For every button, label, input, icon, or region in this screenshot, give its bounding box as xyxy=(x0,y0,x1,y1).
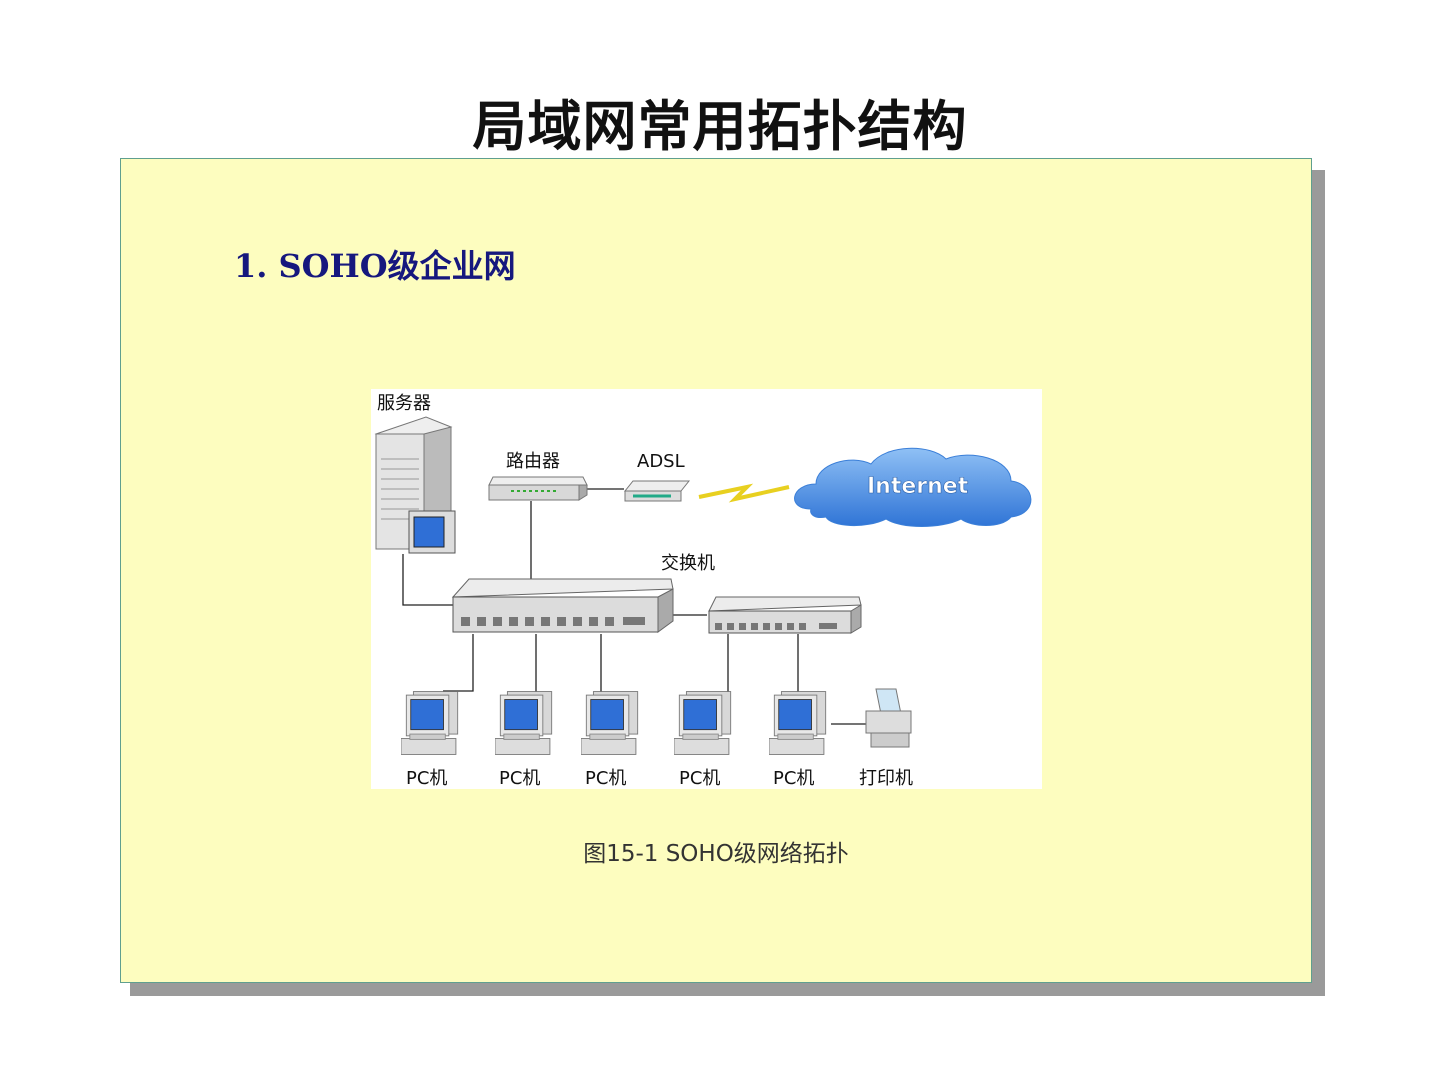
secondary-switch-icon xyxy=(708,596,862,634)
pc-icon xyxy=(674,691,732,755)
pc-label: PC机 xyxy=(679,768,720,789)
pc-label: PC机 xyxy=(585,768,626,789)
pc-icon xyxy=(401,691,459,755)
router-icon xyxy=(488,476,588,501)
wireless-link-icon xyxy=(698,483,790,503)
server-label: 服务器 xyxy=(377,393,431,414)
network-diagram-svg: 服务器 路由器 ADSL Internet 交换机 xyxy=(374,393,1032,789)
adsl-label: ADSL xyxy=(637,451,685,472)
figure-caption: 图15-1 SOHO级网络拓扑 xyxy=(583,841,849,867)
network-diagram: 服务器 路由器 ADSL Internet 交换机 xyxy=(371,389,1042,789)
internet-label: Internet xyxy=(867,474,969,499)
server-icon xyxy=(374,416,456,554)
adsl-modem-icon xyxy=(623,480,691,502)
switch-label: 交换机 xyxy=(661,553,715,574)
printer-label: 打印机 xyxy=(859,768,913,789)
pc-label: PC机 xyxy=(773,768,814,789)
internet-cloud-icon xyxy=(794,447,1032,527)
connection-lines xyxy=(402,488,866,725)
content-panel: 1. SOHO级企业网 xyxy=(120,158,1312,983)
pc-icon xyxy=(495,691,553,755)
section-heading: 1. SOHO级企业网 xyxy=(234,247,516,285)
main-switch-icon xyxy=(451,578,674,633)
pc-label: PC机 xyxy=(406,768,447,789)
pc-icon xyxy=(581,691,639,755)
pc-label: PC机 xyxy=(499,768,540,789)
printer-icon xyxy=(865,688,912,748)
pc-icon xyxy=(769,691,827,755)
router-label: 路由器 xyxy=(506,451,560,472)
slide-title: 局域网常用拓扑结构 xyxy=(472,94,968,158)
